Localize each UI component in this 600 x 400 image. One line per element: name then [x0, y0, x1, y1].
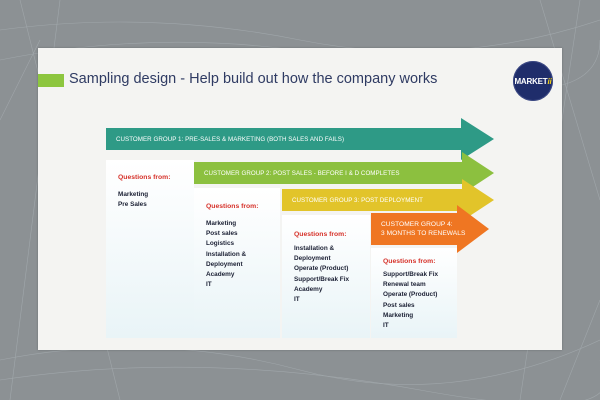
- group4-label: CUSTOMER GROUP 4: 3 MONTHS TO RENEWALS: [381, 205, 465, 253]
- group4-arrow-shape: [371, 205, 489, 253]
- group3-items: Installation & Deployment Operate (Produ…: [294, 244, 349, 305]
- list-item: Post sales: [383, 301, 415, 309]
- list-item: Deployment: [294, 255, 331, 263]
- list-item: Installation &: [206, 250, 247, 258]
- slide: Sampling design - Help build out how the…: [38, 48, 562, 350]
- list-item: Operate (Product): [294, 265, 349, 273]
- list-item: Operate (Product): [383, 291, 438, 299]
- group4-arrow: CUSTOMER GROUP 4: 3 MONTHS TO RENEWALS: [371, 205, 489, 253]
- group4-panel: Questions from: Support/Break Fix Renewa…: [371, 248, 457, 338]
- group2-questions-label: Questions from:: [206, 203, 259, 210]
- list-item: Marketing: [206, 220, 237, 227]
- group2-label: CUSTOMER GROUP 2: POST SALES - BEFORE I …: [204, 169, 400, 177]
- list-item: Deployment: [206, 260, 243, 268]
- slide-title: Sampling design - Help build out how the…: [69, 71, 438, 87]
- group3-arrow-shape: [282, 179, 494, 221]
- group1-arrow: CUSTOMER GROUP 1: PRE-SALES & MARKETING …: [106, 118, 494, 160]
- list-item: Logistics: [206, 240, 235, 248]
- list-item: Marketing: [118, 191, 149, 198]
- list-item: Marketing: [383, 311, 414, 319]
- list-item: Support/Break Fix: [383, 271, 439, 278]
- list-item: IT: [294, 296, 300, 304]
- list-item: IT: [383, 322, 389, 330]
- list-item: Support/Break Fix: [294, 275, 350, 283]
- list-item: Renewal team: [383, 281, 426, 289]
- group1-items: Marketing Pre Sales: [118, 190, 148, 210]
- group3-panel: Questions from: Installation & Deploymen…: [282, 215, 370, 338]
- group2-panel: Questions from: Marketing Post sales Log…: [194, 188, 280, 338]
- group1-label: CUSTOMER GROUP 1: PRE-SALES & MARKETING …: [116, 135, 345, 143]
- list-item: Pre Sales: [118, 201, 147, 209]
- logo-text: MARKET: [514, 76, 548, 86]
- list-item: Academy: [206, 271, 235, 279]
- group3-arrow: CUSTOMER GROUP 3: POST DEPLOYMENT: [282, 179, 494, 221]
- group1-panel: Questions from: Marketing Pre Sales: [106, 160, 194, 338]
- group4-label-line2: 3 MONTHS TO RENEWALS: [381, 230, 466, 237]
- list-item: Academy: [294, 285, 323, 293]
- group4-label-line1: CUSTOMER GROUP 4:: [381, 221, 453, 228]
- list-item: Installation &: [294, 245, 335, 252]
- group4-items: Support/Break Fix Renewal team Operate (…: [383, 270, 438, 331]
- list-item: IT: [206, 281, 212, 289]
- logo-text-accent: ii: [547, 76, 552, 86]
- group2-arrow: CUSTOMER GROUP 2: POST SALES - BEFORE I …: [194, 152, 494, 194]
- title-accent-bar: [38, 74, 64, 87]
- group2-arrow-shape: [194, 152, 494, 194]
- group3-label: CUSTOMER GROUP 3: POST DEPLOYMENT: [292, 196, 423, 204]
- list-item: Post sales: [206, 230, 238, 238]
- group3-questions-label: Questions from:: [294, 231, 347, 238]
- group1-arrow-shape: [106, 118, 494, 160]
- group2-items: Marketing Post sales Logistics Installat…: [206, 219, 246, 290]
- group1-questions-label: Questions from:: [118, 174, 171, 181]
- group4-questions-label: Questions from:: [383, 258, 436, 265]
